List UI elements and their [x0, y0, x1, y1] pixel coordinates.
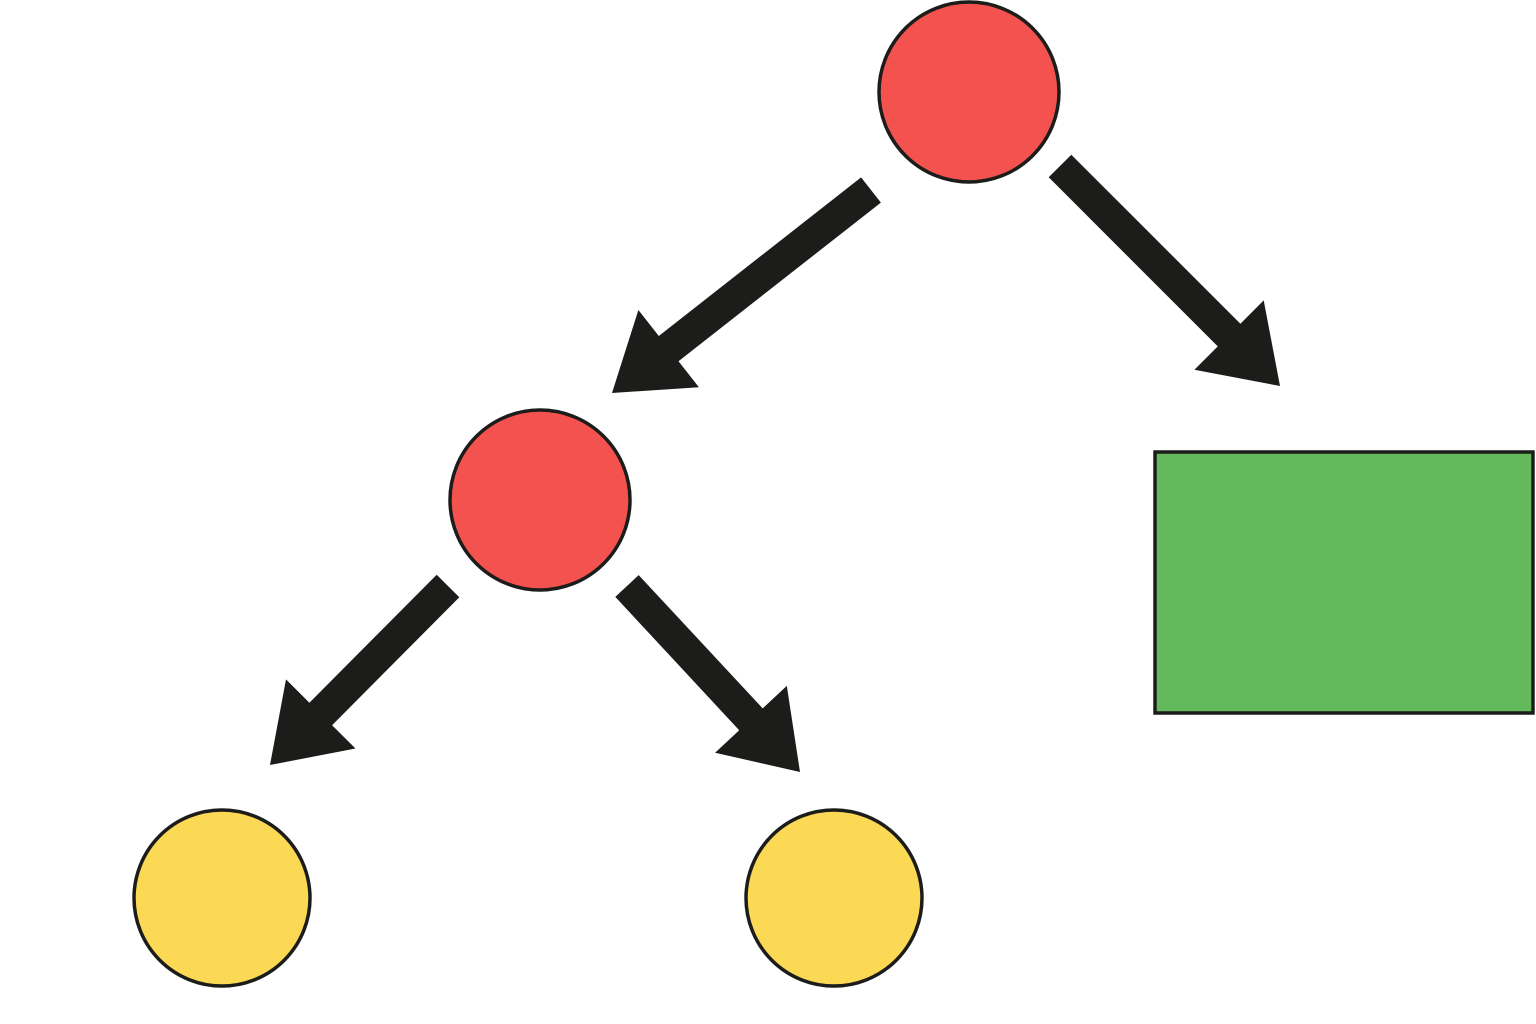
node-left-right-leaf	[744, 808, 924, 988]
node-right-child	[1153, 450, 1535, 715]
arrow-root-to-left-child	[612, 177, 881, 393]
arrow-left-child-to-left-right-leaf	[615, 575, 800, 772]
node-root	[877, 0, 1061, 184]
node-left-child	[448, 408, 632, 592]
nodes-layer	[132, 0, 1535, 988]
arrow-left-child-to-left-left-leaf	[270, 574, 460, 765]
arrow-root-to-right-child	[1048, 154, 1280, 386]
node-left-left-leaf	[132, 808, 312, 988]
edges-layer	[270, 154, 1280, 772]
